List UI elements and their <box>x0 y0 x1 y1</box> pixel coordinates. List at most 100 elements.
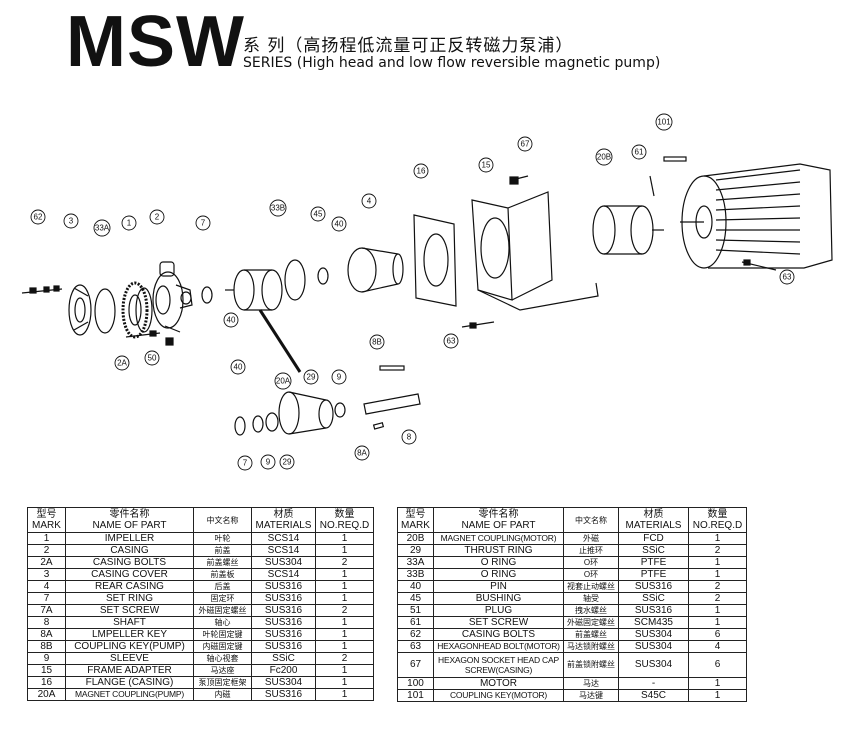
part-casing-2 <box>152 261 193 333</box>
cell-material: SSiC <box>251 652 316 665</box>
callout-61 <box>631 144 647 160</box>
exploded-view-diagram: 62 3 33A 1 2 7 33B 45 40 4 16 15 67 20B … <box>21 113 833 471</box>
cell-mark: 33A <box>397 556 434 569</box>
cell-qty: 1 <box>315 580 374 593</box>
callout-label: 8A <box>357 449 367 458</box>
part-socket-screw-67 <box>509 175 529 185</box>
cell-cn-name: 马达 <box>563 677 619 690</box>
part-bushing-45 <box>317 267 329 285</box>
cell-material: SSiC <box>618 592 689 605</box>
cell-name: MAGNET COUPLING(MOTOR) <box>433 532 564 545</box>
callout-label: 16 <box>417 167 426 176</box>
cell-mark: 67 <box>397 652 434 678</box>
cell-mark: 4 <box>27 580 66 593</box>
cell-material: SCS14 <box>251 544 316 557</box>
series-title-chinese: 系 列（高扬程低流量可正反转磁力泵浦） <box>243 36 574 56</box>
cell-qty: 1 <box>315 616 374 629</box>
cell-qty: 6 <box>688 652 747 678</box>
cell-qty: 1 <box>688 568 747 581</box>
cell-name: CASING BOLTS <box>65 556 194 569</box>
cell-qty: 1 <box>315 628 374 641</box>
cell-mark: 51 <box>397 604 434 617</box>
cell-material: SUS316 <box>251 640 316 653</box>
cell-qty: 6 <box>688 628 747 641</box>
cell-mark: 15 <box>27 664 66 677</box>
cell-cn-name: 马达座 <box>193 664 252 677</box>
cell-material: SUS316 <box>251 628 316 641</box>
series-title-english: SERIES (High head and low flow reversibl… <box>243 55 661 71</box>
cell-mark: 20B <box>397 532 434 545</box>
cell-mark: 2A <box>27 556 66 569</box>
cell-material: FCD <box>618 532 689 545</box>
cell-material: Fc200 <box>251 664 316 677</box>
callout-label: 29 <box>307 373 316 382</box>
cell-cn-name: 马达键 <box>563 689 619 702</box>
cell-qty: 1 <box>315 664 374 677</box>
cell-material: SUS316 <box>618 580 689 593</box>
cell-material: SUS304 <box>251 556 316 569</box>
cell-name: SET SCREW <box>433 616 564 629</box>
cell-mark: 8A <box>27 628 66 641</box>
callout-101 <box>655 113 673 131</box>
callout-1 <box>121 215 137 231</box>
cell-mark: 63 <box>397 640 434 653</box>
cell-mark: 7A <box>27 604 66 617</box>
callout-7 <box>195 215 211 231</box>
callout-50 <box>144 350 160 366</box>
callout-label: 40 <box>335 220 344 229</box>
cell-cn-name: 前盖螺丝 <box>563 628 619 641</box>
callout-label: 3 <box>69 217 74 226</box>
part-inner-magnet-upper <box>225 269 283 311</box>
part-rear-casing-4 <box>347 247 404 293</box>
callout-label: 7 <box>201 219 206 228</box>
callout-67 <box>517 136 533 152</box>
cell-material: SUS316 <box>618 604 689 617</box>
cell-cn-name: O环 <box>563 568 619 581</box>
callout-9-lower <box>260 454 276 470</box>
cell-name: COUPLING KEY(MOTOR) <box>433 689 564 702</box>
cell-mark: 29 <box>397 544 434 557</box>
callout-20a <box>274 372 292 390</box>
callout-label: 1 <box>127 219 132 228</box>
callout-20b <box>595 148 613 166</box>
cell-material: SCS14 <box>251 532 316 545</box>
callout-29-upper <box>303 369 319 385</box>
callout-label: 15 <box>482 161 491 170</box>
callout-label: 62 <box>34 213 43 222</box>
cell-name: SHAFT <box>65 616 194 629</box>
part-plug-50 <box>165 337 174 346</box>
callout-label: 40 <box>227 316 236 325</box>
cell-qty: 1 <box>688 532 747 545</box>
cell-qty: 1 <box>315 544 374 557</box>
cell-material: SCM435 <box>618 616 689 629</box>
cell-name: FRAME ADAPTER <box>65 664 194 677</box>
brand-title: MSW <box>66 2 245 82</box>
cell-qty: 1 <box>315 676 374 689</box>
callout-33a <box>93 219 111 237</box>
cell-name: SET RING <box>65 592 194 605</box>
cell-material: - <box>618 677 689 690</box>
part-flange-16 <box>413 214 457 307</box>
callout-40-lower <box>230 359 246 375</box>
cell-cn-name: 轴受 <box>563 592 619 605</box>
cell-mark: 1 <box>27 532 66 545</box>
cell-cn-name: 外磁固定螺丝 <box>563 616 619 629</box>
cell-name: CASING BOLTS <box>433 628 564 641</box>
cell-cn-name: 外磁 <box>563 532 619 545</box>
cell-name: BUSHING <box>433 592 564 605</box>
